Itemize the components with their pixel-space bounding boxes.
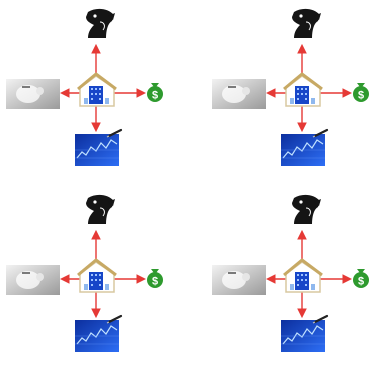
house-building-icon [77, 72, 117, 107]
diagram-4: $ [210, 188, 375, 368]
stock-chart-icon [75, 314, 123, 352]
money-bag-icon: $ [353, 83, 369, 102]
piggy-bank-icon [6, 79, 60, 109]
stock-chart-icon [75, 128, 123, 166]
dollar-sign: $ [358, 90, 364, 102]
horse-head-icon [86, 8, 115, 38]
diagram-3: $ [4, 188, 191, 368]
horse-head-icon [292, 8, 321, 38]
piggy-bank-icon [6, 265, 60, 295]
piggy-bank-icon [212, 265, 266, 295]
piggy-bank-icon [212, 79, 266, 109]
stock-chart-icon [281, 128, 329, 166]
house-building-icon [283, 72, 323, 107]
horse-head-icon [86, 194, 115, 224]
horse-head-icon [292, 194, 321, 224]
diagram-1: $ [4, 2, 191, 182]
house-building-icon [283, 258, 323, 293]
house-building-icon [77, 258, 117, 293]
dollar-sign: $ [152, 90, 158, 102]
money-bag-icon: $ [353, 269, 369, 288]
money-bag-icon: $ [147, 269, 163, 288]
money-bag-icon: $ [147, 83, 163, 102]
diagram-2: $ [210, 2, 375, 182]
stock-chart-icon [281, 314, 329, 352]
dollar-sign: $ [358, 276, 364, 288]
dollar-sign: $ [152, 276, 158, 288]
